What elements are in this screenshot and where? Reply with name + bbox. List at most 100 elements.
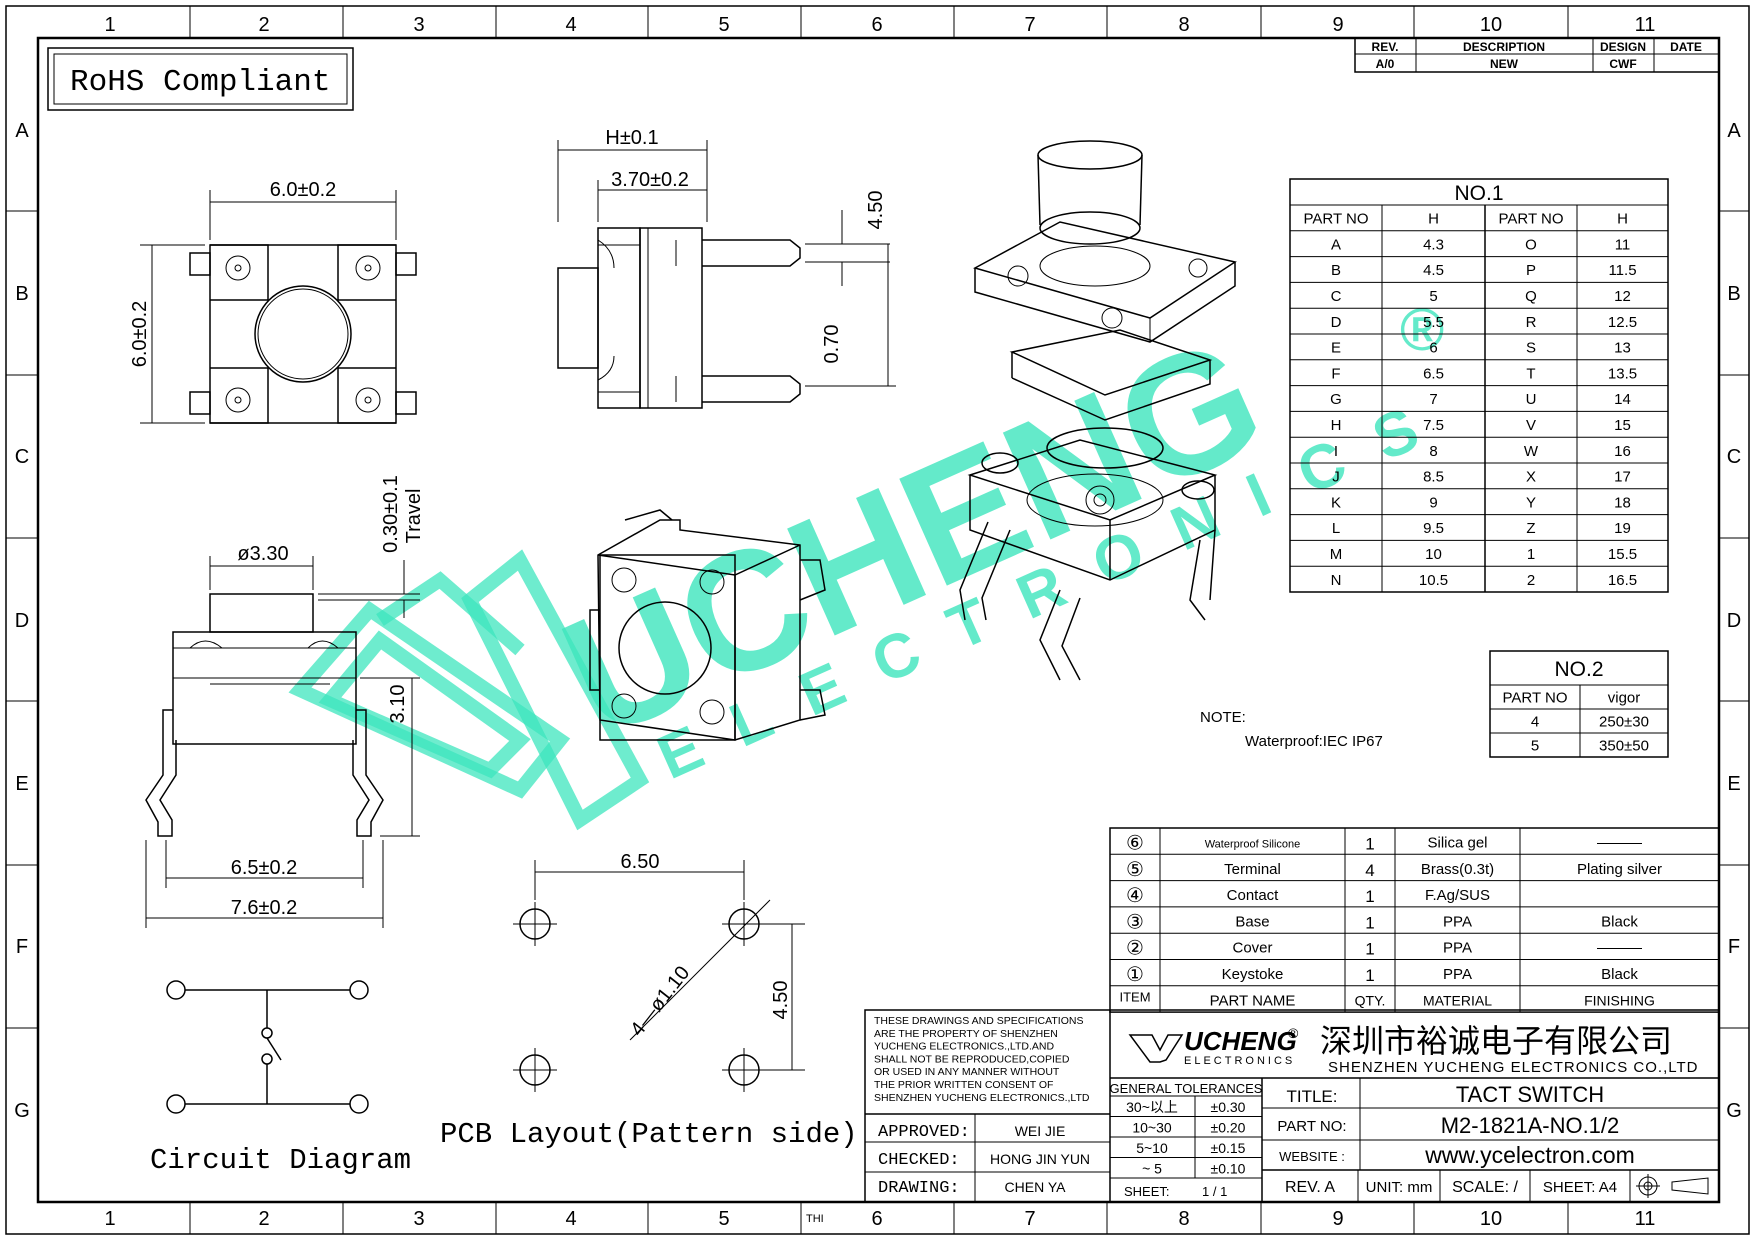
approved-name: WEI JIE	[1015, 1123, 1066, 1139]
table-no1-cell: 11	[1615, 236, 1631, 253]
dim-front-travel-label: Travel	[403, 489, 425, 544]
table-no1-cell: A	[1331, 236, 1341, 253]
bom-part-name: Terminal	[1224, 861, 1281, 878]
row-label-left: F	[16, 936, 28, 958]
table-no1-cell: O	[1525, 236, 1537, 253]
bom-finishing: Plating silver	[1577, 861, 1662, 878]
table-no2-cell: 4	[1531, 713, 1539, 730]
revision-block: REV. DESCRIPTION DESIGN DATE A/0 NEW CWF	[1354, 37, 1720, 73]
watermark-registered: ®	[1400, 296, 1444, 363]
bom-header-material: MATERIAL	[1423, 992, 1492, 1008]
table-no1-cell: 12	[1614, 288, 1631, 305]
table-no1-cell: S	[1526, 340, 1536, 357]
table-no1-cell: K	[1331, 494, 1341, 511]
rohs-box-inner	[53, 53, 348, 105]
website-label: WEBSITE :	[1279, 1149, 1345, 1164]
column-label-top: 3	[413, 14, 424, 36]
title-value: TACT SWITCH	[1456, 1082, 1604, 1107]
bom-item-number: ④	[1126, 885, 1144, 907]
copyright-line: SHALL NOT BE REPRODUCED,COPIED	[874, 1053, 1070, 1065]
checked-label: CHECKED:	[878, 1151, 960, 1170]
bom-qty: 1	[1365, 913, 1374, 932]
bom-material: Brass(0.3t)	[1421, 861, 1494, 878]
bom-header-finishing: FINISHING	[1584, 992, 1655, 1008]
copyright-line: YUCHENG ELECTRONICS.,LTD.AND	[874, 1041, 1054, 1053]
tolerance-value: ±0.20	[1211, 1120, 1246, 1136]
table-no1-cell: 9.5	[1423, 520, 1444, 537]
column-label-bottom: 1	[104, 1208, 115, 1230]
table-no1-cell: 16.5	[1608, 572, 1637, 589]
dim-front-310: 3.10	[387, 685, 409, 724]
table-no1-cell: B	[1331, 262, 1341, 279]
bom-material: PPA	[1443, 966, 1472, 983]
table-no1-cell: G	[1330, 391, 1342, 408]
table-no1-cell: Z	[1526, 520, 1535, 537]
column-label-bottom: 3	[413, 1208, 424, 1230]
bom-qty: 1	[1365, 834, 1374, 853]
table-no1-cell: 16	[1614, 443, 1631, 460]
dim-side-070: 0.70	[821, 325, 843, 364]
column-label-top: 7	[1024, 14, 1035, 36]
table-no1-cell: Y	[1526, 494, 1536, 511]
table-no2-cell: 5	[1531, 737, 1539, 754]
bom-part-name: Base	[1235, 913, 1269, 930]
table-no1-cell: 2	[1527, 572, 1535, 589]
table-no1-cell: J	[1332, 469, 1340, 486]
row-label-left: B	[15, 283, 28, 305]
bom-item-number: ②	[1126, 938, 1144, 960]
logo-registered: ®	[1288, 1025, 1299, 1041]
bom-item-number: ③	[1126, 911, 1144, 933]
table-no1-cell: 17	[1614, 469, 1631, 486]
table-no1-cell: T	[1526, 365, 1535, 382]
note-text: Waterproof:IEC IP67	[1245, 733, 1383, 750]
column-label-top: 10	[1480, 14, 1502, 36]
column-label-top: 11	[1635, 14, 1656, 36]
table-no1-cell: L	[1332, 520, 1340, 537]
bom-finishing: ———	[1597, 834, 1642, 851]
unit-value: UNIT: mm	[1366, 1179, 1433, 1196]
column-label-bottom: 2	[258, 1208, 269, 1230]
table-no1-cell: 4.3	[1423, 236, 1444, 253]
table-no1-cell: U	[1526, 391, 1537, 408]
dim-side-450: 4.50	[865, 191, 887, 230]
table-no1-cell: E	[1331, 340, 1341, 357]
table-no1-cell: V	[1526, 417, 1536, 434]
bom-finishing: ———	[1597, 940, 1642, 957]
table-no1-cell: X	[1526, 469, 1536, 486]
logo-brand: UCHENG	[1184, 1026, 1297, 1056]
column-label-bottom: 5	[718, 1208, 729, 1230]
tolerance-title: GENERAL TOLERANCES	[1110, 1081, 1263, 1096]
table-no1-cell: 6	[1429, 340, 1437, 357]
row-label-right: F	[1728, 936, 1740, 958]
tolerance-value: ±0.15	[1211, 1140, 1246, 1156]
table-no2-title: NO.2	[1554, 658, 1603, 681]
side-view: H±0.1 3.70±0.2 4.50 0.70	[557, 127, 896, 409]
dim-front-65: 6.5±0.2	[231, 857, 298, 879]
tolerance-range: 30~以上	[1126, 1099, 1178, 1115]
top-view: 6.0±0.2 6.0±0.2	[129, 179, 417, 424]
table-no1-header: PART NO	[1498, 211, 1563, 228]
column-label-bottom: 7	[1024, 1208, 1035, 1230]
table-no1-cell: 10	[1425, 546, 1442, 563]
dim-pcb-holes: 4—ø1.10	[626, 962, 694, 1040]
dim-top-width: 6.0±0.2	[270, 179, 337, 201]
table-no1-cell: 9	[1429, 494, 1437, 511]
drawing-name: CHEN YA	[1005, 1179, 1067, 1195]
outer-border	[5, 5, 1750, 1235]
company-name-en: SHENZHEN YUCHENG ELECTRONICS CO.,LTD	[1328, 1059, 1699, 1076]
column-label-top: 2	[258, 14, 269, 36]
row-label-right: G	[1726, 1100, 1742, 1122]
column-label-bottom: 4	[565, 1208, 576, 1230]
table-no2-cell: 250±30	[1599, 713, 1649, 730]
dim-front-travel: 0.30±0.1	[380, 475, 402, 553]
tolerance-range: 10~30	[1132, 1120, 1172, 1136]
column-label-top: 1	[104, 14, 115, 36]
website-value: www.ycelectron.com	[1424, 1142, 1635, 1168]
copyright-line: SHENZHEN YUCHENG ELECTRONICS.,LTD	[874, 1092, 1090, 1104]
bom-qty: 1	[1365, 887, 1374, 906]
table-no1-cell: F	[1331, 365, 1340, 382]
rev-header: REV.	[1372, 40, 1399, 54]
table-no1-cell: 6.5	[1423, 365, 1444, 382]
table-no1-header: H	[1428, 211, 1439, 228]
